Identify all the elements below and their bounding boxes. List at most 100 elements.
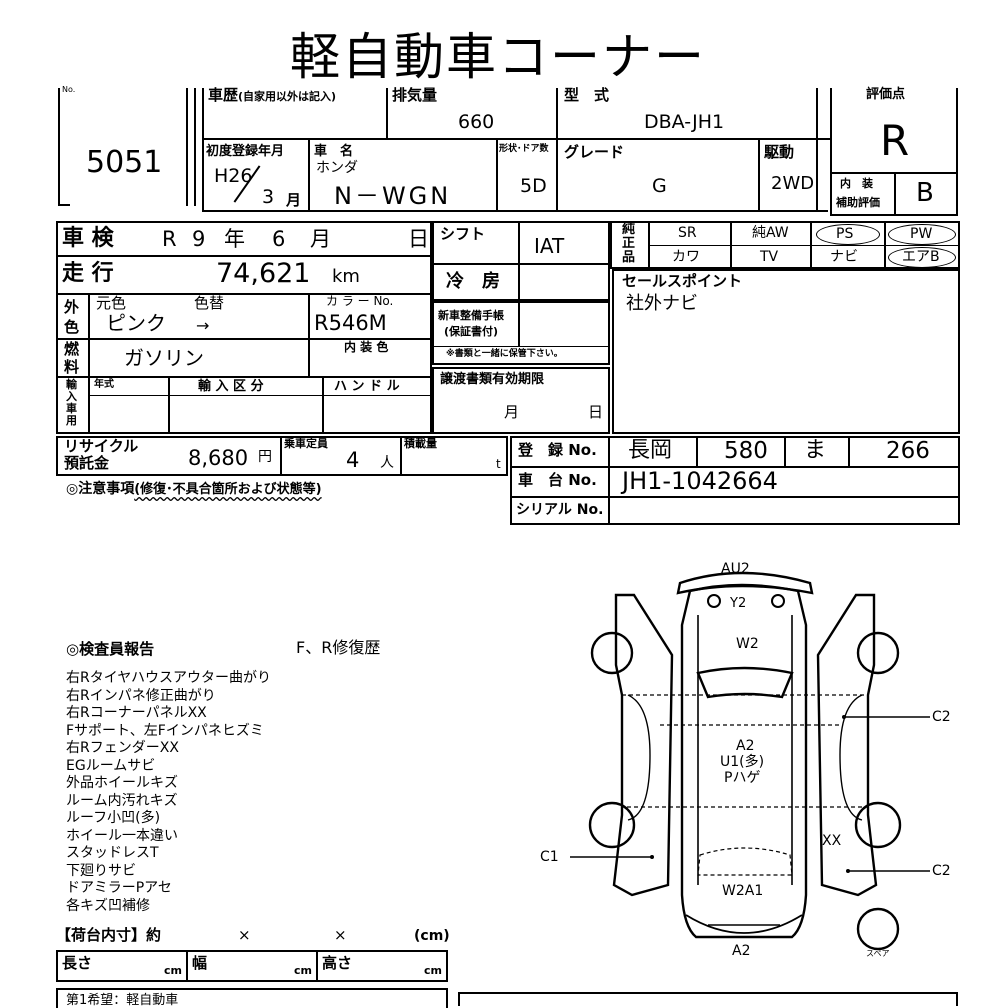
equip-sr: SR — [678, 225, 697, 241]
plate-class: 580 — [724, 438, 768, 464]
shift-label: シフト — [440, 225, 486, 243]
lot-no-label: No. — [62, 85, 76, 94]
cargo-width-cm: cm — [294, 964, 312, 977]
equipment-label: 純正品 — [622, 222, 636, 265]
displacement: 660 — [458, 111, 495, 133]
cargo-width-label: 幅 — [192, 954, 208, 972]
mark-c1: C1 — [540, 849, 559, 865]
displacement-label: 排気量 — [392, 86, 438, 104]
first-registration-label: 初度登録年月 — [206, 144, 285, 159]
cargo-x1: × — [238, 926, 251, 944]
sales-point-label: セールスポイント — [622, 272, 743, 290]
cargo-length-label: 長さ — [62, 954, 93, 972]
drive-label: 駆動 — [764, 143, 795, 161]
cargo-unit: (cm) — [414, 928, 450, 944]
cargo-height-cm: cm — [424, 964, 442, 977]
bottom-right-box — [458, 992, 958, 1006]
car-name: N－WGN — [334, 182, 452, 210]
chassis-label: 車 台 No. — [518, 471, 597, 489]
mark-c2-lower: C2 — [932, 863, 951, 879]
month-unit: 月 — [286, 191, 302, 209]
list-item: 外品ホイールキズ — [66, 775, 178, 791]
person-unit: 人 — [380, 455, 394, 471]
orig-color: ピンク — [106, 311, 166, 335]
import-type-label: 輸 入 区 分 — [198, 379, 264, 394]
cargo-height-label: 高さ — [322, 954, 353, 972]
shift: IAT — [534, 234, 565, 258]
serial-label: シリアル No. — [516, 502, 604, 518]
owner-notes-box: 第1希望：軽自動車 — [56, 988, 448, 1008]
mark-y2: Y2 — [730, 596, 747, 611]
color-no-label: カ ラ ー No. — [326, 294, 394, 308]
color-no: R546M — [314, 311, 387, 335]
owner-notes-partial: 第1希望：軽自動車 — [66, 993, 179, 1008]
notes-label: ◎注意事項(修復･不具合箇所および状態等) — [66, 481, 322, 497]
fuel: ガソリン — [124, 346, 204, 370]
cargo-length-cm: cm — [164, 964, 182, 977]
model-label: 型 式 — [564, 86, 610, 104]
warranty-label-2: (保証書付) — [444, 325, 499, 338]
mileage-unit: km — [332, 266, 360, 287]
mark-w2: W2 — [736, 636, 759, 652]
fuel-label: 燃料 — [64, 340, 80, 376]
list-item: 右Rタイヤハウスアウター曲がり — [66, 670, 272, 686]
page-title: 軽自動車コーナー — [290, 28, 706, 86]
left-spec-block — [56, 221, 432, 434]
mark-xx: XX — [822, 833, 842, 849]
evaluation-score: R — [880, 116, 910, 165]
mark-u1: U1(多) — [720, 754, 765, 770]
warranty-box — [432, 301, 610, 365]
mark-w2a1: W2A1 — [722, 883, 764, 899]
mileage-label: 走 行 — [62, 261, 114, 286]
mark-au2: AU2 — [721, 561, 750, 577]
history-label: 車歴(自家用以外は記入) — [208, 86, 337, 104]
registration-box — [510, 436, 960, 525]
warranty-note: ※書類と一緒に保管下さい。 — [446, 349, 563, 359]
repaint-label: 色替 — [194, 294, 225, 312]
list-item: 右RコーナーパネルXX — [66, 705, 207, 721]
spare-tire-label: スペア — [866, 949, 890, 958]
equip-airbag: エアB — [902, 249, 940, 265]
first-registration-era: H26 — [214, 165, 253, 187]
load-label: 積載量 — [404, 437, 437, 450]
first-registration-month: 3 — [262, 186, 275, 208]
equip-ps-circle — [816, 224, 880, 245]
list-item: Fサポート、左Fインパネヒズミ — [66, 722, 264, 739]
sales-point-text: 社外ナビ — [626, 293, 698, 314]
recycle-label-1: リサイクル — [64, 437, 139, 455]
list-item: 各キズ凹補修 — [66, 897, 150, 914]
equip-alloy-wheel: 純AW — [752, 225, 789, 241]
equip-airbag-circle — [888, 247, 956, 268]
inspection-label: 車 検 — [62, 226, 114, 251]
cargo-dimensions-box — [56, 950, 448, 982]
warranty-label-1: 新車整備手帳 — [438, 309, 504, 322]
grade-label: グレード — [564, 143, 625, 161]
import-year-label: 年式 — [94, 379, 114, 390]
sales-point-box — [612, 269, 960, 434]
load-unit: t — [496, 457, 501, 471]
shape-doors-label: 形状･ドア数 — [499, 144, 549, 154]
list-item: 右RフェンダーXX — [66, 740, 179, 756]
equip-pw-circle — [888, 224, 956, 245]
car-name-label: 車 名 — [314, 144, 354, 159]
model-code: DBA-JH1 — [644, 111, 725, 133]
grade: G — [652, 175, 667, 197]
ext-color-label: 外色 — [64, 298, 80, 336]
equip-navi: ナビ — [830, 249, 858, 265]
import-label: 輸入車用 — [66, 378, 77, 427]
mark-a2-mid: A2 — [736, 738, 755, 754]
color-arrow: → — [196, 316, 210, 335]
transfer-day: 日 — [588, 403, 604, 421]
int-color-label: 内 装 色 — [344, 340, 389, 354]
cargo-x2: × — [334, 926, 347, 944]
equip-ps: PS — [836, 226, 854, 242]
year-unit: 年 — [224, 227, 245, 251]
list-item: スタッドレスT — [66, 845, 159, 861]
recycle-amount: 8,680 — [188, 446, 249, 470]
list-item: ルーフ小凹(多) — [66, 810, 161, 826]
doors: 5D — [520, 175, 547, 197]
month-unit: 月 — [310, 227, 331, 251]
cargo-label: 【荷台内寸】約 — [56, 926, 162, 944]
lot-no: 5051 — [86, 145, 163, 180]
drive: 2WD — [771, 173, 815, 194]
